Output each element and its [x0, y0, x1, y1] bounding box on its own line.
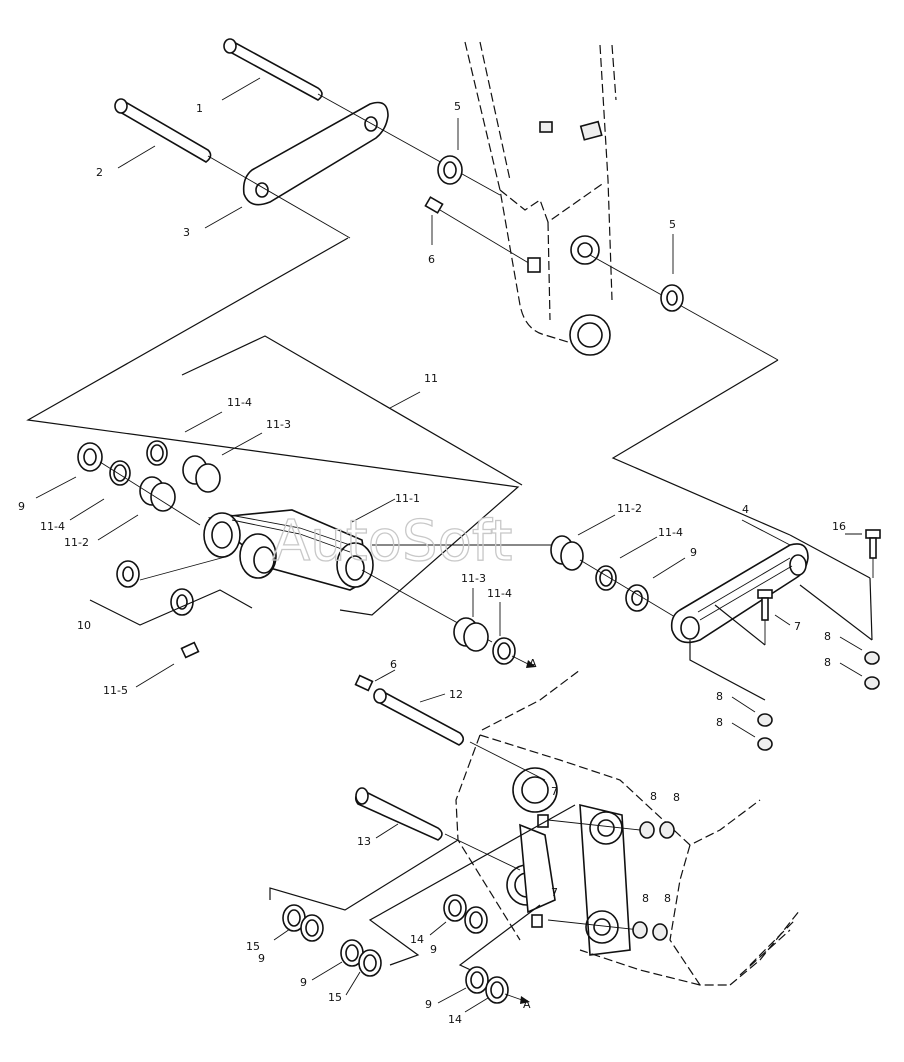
grease-fitting-11-5 [180, 641, 200, 659]
arrow-label-a-2: A [523, 998, 531, 1011]
callout-11: 11 [424, 372, 438, 385]
grease-fitting-6 [424, 196, 444, 214]
callout-11-3-lower: 11-3 [461, 572, 486, 585]
seal-11-4-left [109, 460, 131, 486]
callouts: 1 2 3 4 5 5 6 6 7 7 7 8 8 8 8 8 8 8 8 9 … [18, 100, 846, 1026]
washer-5-right [660, 284, 684, 312]
arrow-a-head-2 [520, 996, 530, 1004]
washers-14-9-mid [443, 894, 488, 934]
seal-11-4-upper [146, 440, 168, 466]
callout-9-e: 9 [300, 976, 307, 989]
seal-11-4-lower [492, 637, 516, 665]
callout-7-lower-1: 7 [551, 785, 558, 798]
callout-11-4-lower: 11-4 [487, 587, 512, 600]
callout-11-3-upper: 11-3 [266, 418, 291, 431]
watermark: AutoSoft [272, 509, 513, 574]
callout-9-f: 9 [425, 998, 432, 1011]
nuts-8-right [757, 651, 880, 751]
callout-11-4-upper: 11-4 [227, 396, 252, 409]
callout-8-e: 8 [650, 790, 657, 803]
callout-8-b: 8 [824, 656, 831, 669]
bolt-16 [865, 529, 881, 559]
callout-14-mid: 14 [410, 933, 424, 946]
boom-body-11-1 [203, 509, 374, 591]
callout-11-5: 11-5 [103, 684, 128, 697]
callout-8-g: 8 [642, 892, 649, 905]
bushing-11-2-right [550, 535, 584, 571]
callout-8-d: 8 [716, 716, 723, 729]
callout-11-2-right: 11-2 [617, 502, 642, 515]
washers-15-9-left [282, 904, 324, 942]
callout-11-1: 11-1 [395, 492, 420, 505]
callout-12: 12 [449, 688, 463, 701]
bucket [455, 669, 801, 986]
callout-9-c: 9 [258, 952, 265, 965]
callout-5-top: 5 [454, 100, 461, 113]
pin-12 [373, 688, 465, 746]
leader-lines [35, 77, 863, 1013]
callout-9-d: 9 [430, 943, 437, 956]
pin-1 [223, 38, 323, 101]
bushing-11-2-left [139, 476, 176, 512]
callout-9-b: 9 [690, 546, 697, 559]
bolt-7-right [757, 589, 773, 621]
callout-11-4-left: 11-4 [40, 520, 65, 533]
callout-8-c: 8 [716, 690, 723, 703]
callout-15-left: 15 [246, 940, 260, 953]
washers-9-14-lower [465, 966, 509, 1004]
callout-13: 13 [357, 835, 371, 848]
callout-6-lower: 6 [390, 658, 397, 671]
arrow-label-a-1: A [529, 657, 537, 670]
callout-1: 1 [196, 102, 203, 115]
nuts-8-lower [632, 821, 675, 941]
washer-9-right [625, 584, 649, 612]
callout-2: 2 [96, 166, 103, 179]
callout-5-right: 5 [669, 218, 676, 231]
callout-11-2-left: 11-2 [64, 536, 89, 549]
bushing-11-3-lower [453, 617, 489, 652]
callout-8-a: 8 [824, 630, 831, 643]
bolts-7-lower [531, 814, 549, 928]
callout-7-lower-2: 7 [551, 886, 558, 899]
seal-11-4-right [595, 565, 617, 591]
link-3 [242, 101, 389, 206]
pin-13 [354, 787, 443, 841]
grease-fitting-6-lower [354, 674, 374, 692]
callout-8-h: 8 [664, 892, 671, 905]
bushing-11-3-upper [182, 455, 221, 493]
callout-8-f: 8 [673, 791, 680, 804]
callout-11-4-right: 11-4 [658, 526, 683, 539]
callout-14-lower: 14 [448, 1013, 462, 1026]
callout-9-a: 9 [18, 500, 25, 513]
washer-9-left [77, 442, 103, 472]
arrow-a-head-1 [526, 660, 536, 668]
callout-15-mid: 15 [328, 991, 342, 1004]
link-4 [670, 543, 809, 644]
boom-arm [464, 41, 617, 356]
callout-7-right: 7 [794, 620, 801, 633]
callout-6-top: 6 [428, 253, 435, 266]
washers-9-15-mid [340, 939, 382, 977]
callout-16: 16 [832, 520, 846, 533]
callout-10: 10 [77, 619, 91, 632]
callout-3: 3 [183, 226, 190, 239]
pin-2 [114, 98, 212, 163]
callout-4: 4 [742, 503, 749, 516]
washer-5 [437, 155, 463, 185]
